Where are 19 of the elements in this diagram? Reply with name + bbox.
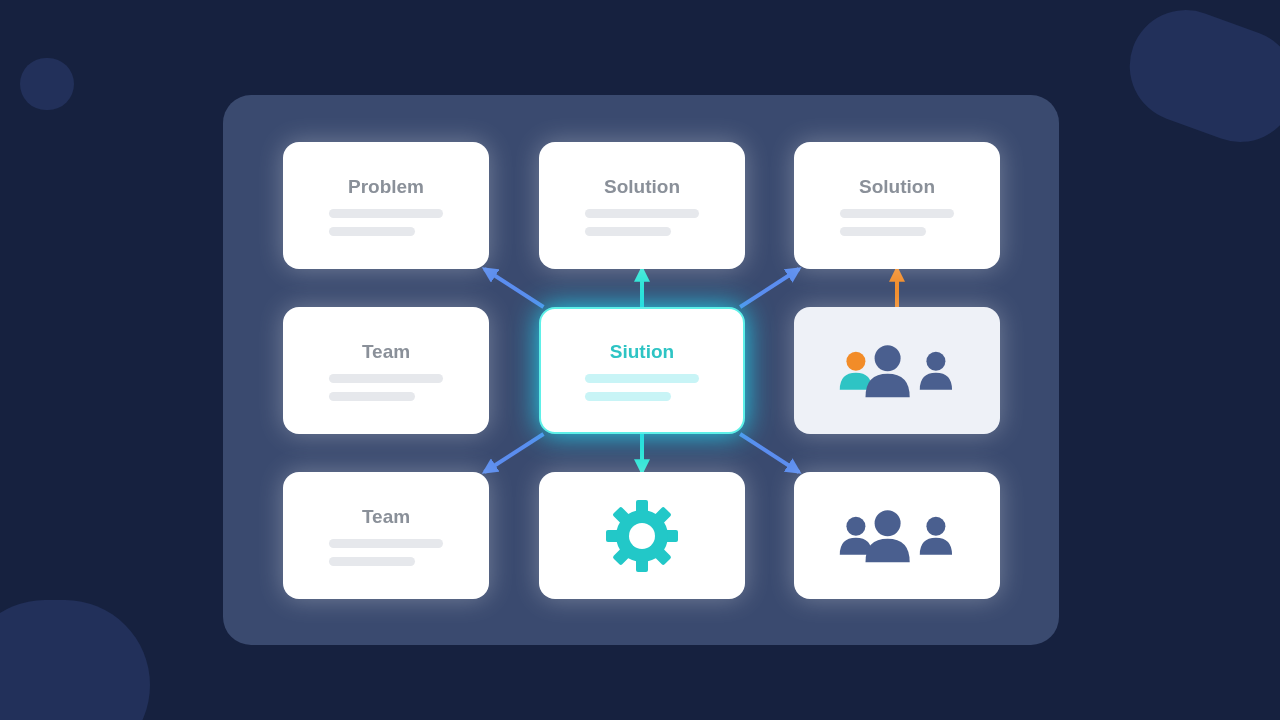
arrow (739, 432, 802, 474)
card (283, 472, 489, 599)
picture-card (794, 307, 1000, 434)
arrow (739, 267, 802, 309)
card (283, 307, 489, 434)
picture-card (794, 472, 1000, 599)
card (539, 142, 745, 269)
card (539, 307, 745, 434)
arrow (481, 432, 545, 474)
card-title: Solution (859, 175, 935, 199)
card-title: Team (361, 340, 411, 364)
card-title: Solution (604, 175, 680, 199)
card-title: Siution (609, 340, 675, 364)
picture-card (539, 472, 745, 599)
card-title: Team (361, 505, 411, 529)
card (283, 142, 489, 269)
card-title: Problem (348, 175, 424, 199)
card (794, 142, 1000, 269)
arrow (481, 267, 545, 309)
